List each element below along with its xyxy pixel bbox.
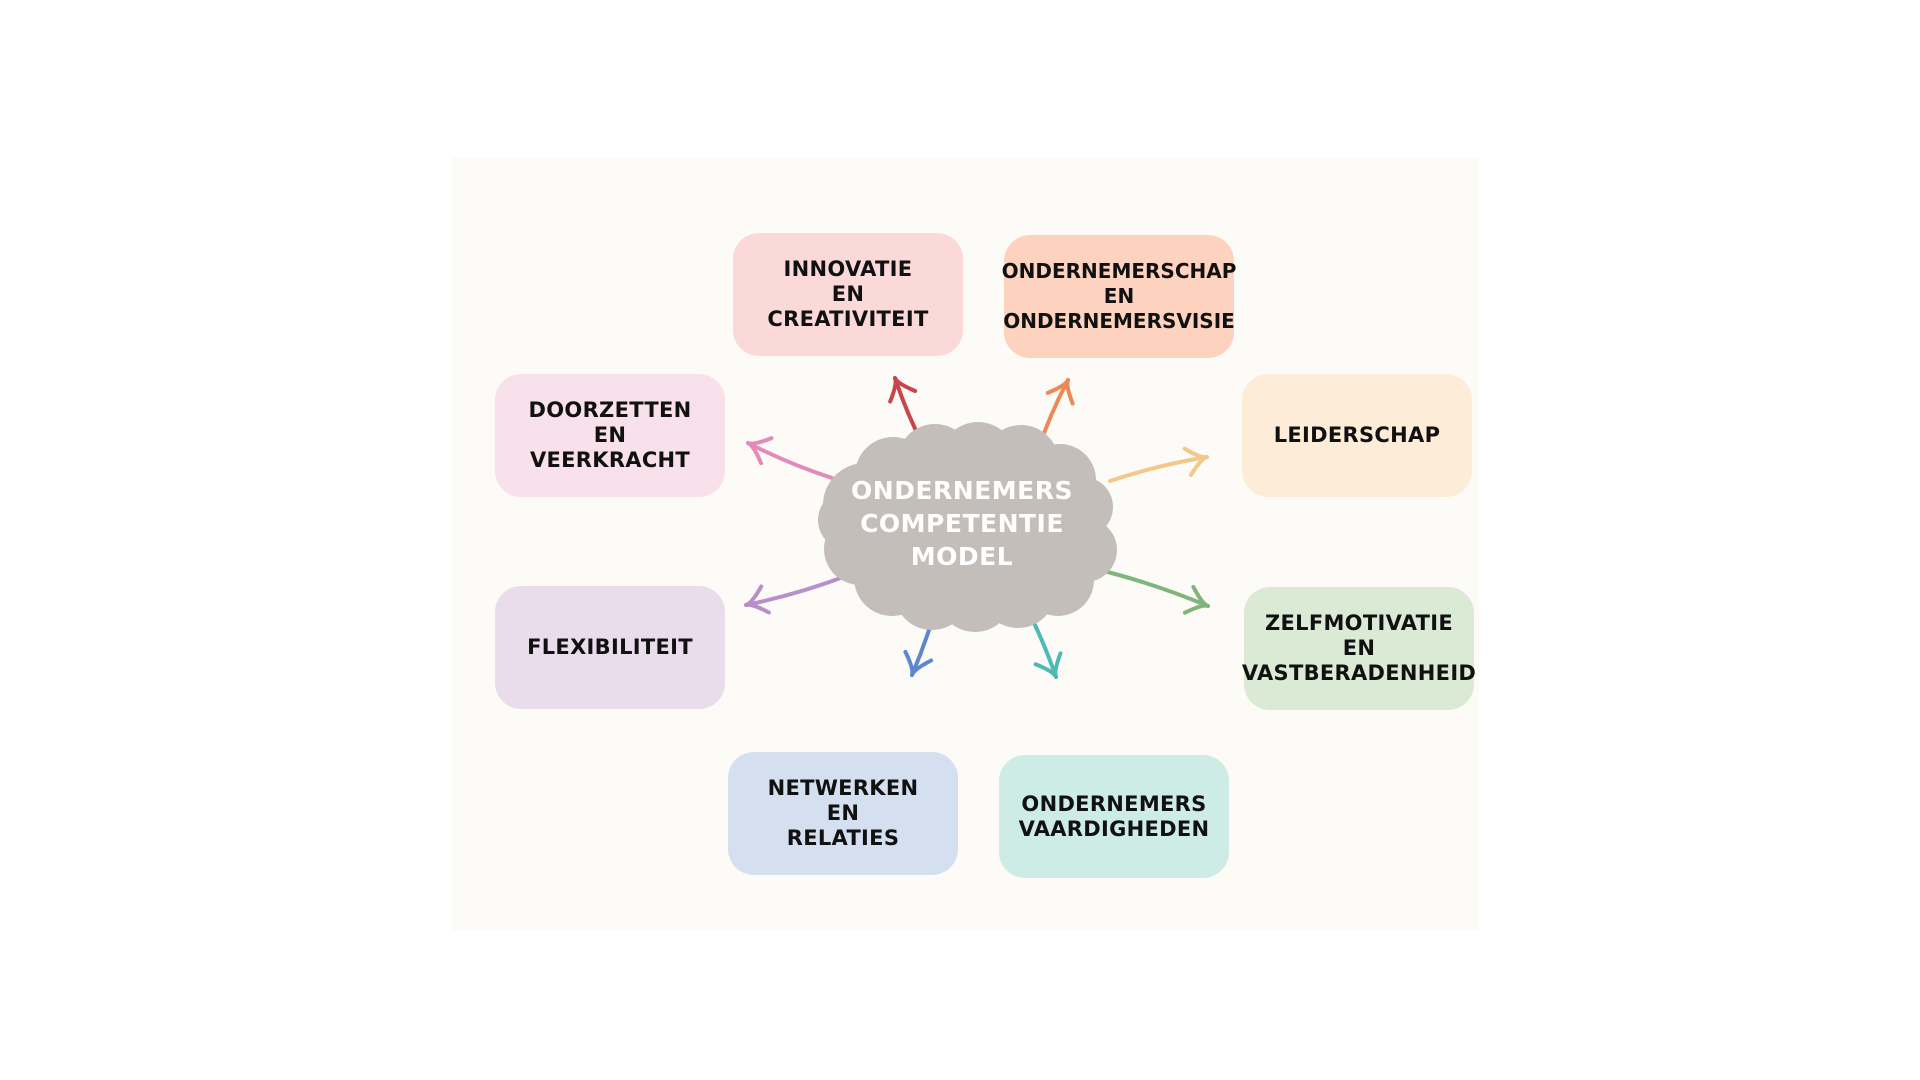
node-doorzetten-label: DOORZETTEN EN VEERKRACHT <box>528 398 692 472</box>
node-ondernemersvaardigheden-label: ONDERNEMERS VAARDIGHEDEN <box>1018 791 1210 841</box>
node-innovatie: INNOVATIE EN CREATIVITEIT <box>733 233 963 356</box>
node-zelfmotivatie: ZELFMOTIVATIE EN VASTBERADENHEID <box>1241 587 1477 710</box>
hub-title: ONDERNEMERS COMPETENTIE MODEL <box>851 476 1073 571</box>
node-innovatie-label: INNOVATIE EN CREATIVITEIT <box>767 257 929 331</box>
node-flexibiliteit: FLEXIBILITEIT <box>495 586 725 709</box>
node-ondernemersvaardigheden: ONDERNEMERS VAARDIGHEDEN <box>999 755 1229 878</box>
node-flexibiliteit-label: FLEXIBILITEIT <box>527 635 693 659</box>
node-doorzetten: DOORZETTEN EN VEERKRACHT <box>495 374 725 497</box>
node-ondernemersvisie: ONDERNEMERSCHAP EN ONDERNEMERSVISIE <box>1001 235 1237 358</box>
node-ondernemersvisie-label: ONDERNEMERSCHAP EN ONDERNEMERSVISIE <box>1001 259 1237 333</box>
node-leiderschap: LEIDERSCHAP <box>1242 374 1472 497</box>
node-zelfmotivatie-label: ZELFMOTIVATIE EN VASTBERADENHEID <box>1241 611 1477 685</box>
node-netwerken-label: NETWERKEN EN RELATIES <box>767 776 919 850</box>
node-netwerken: NETWERKEN EN RELATIES <box>728 752 958 875</box>
node-leiderschap-label: LEIDERSCHAP <box>1273 423 1441 447</box>
